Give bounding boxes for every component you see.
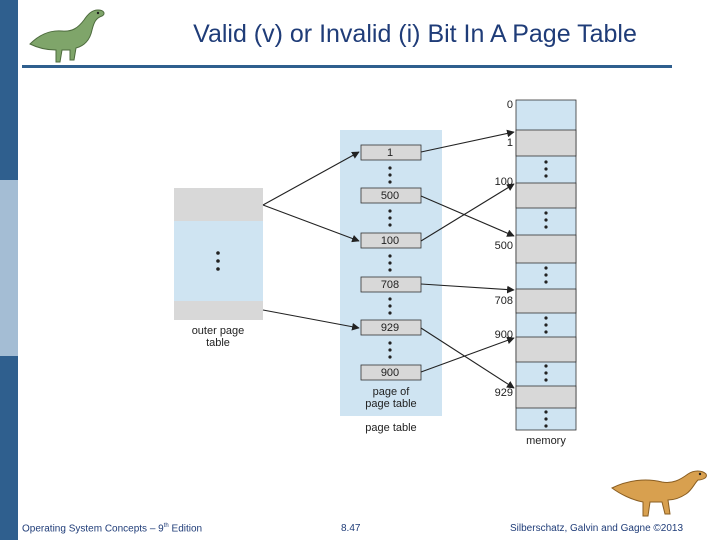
footer-left-sup: th — [163, 523, 169, 529]
page-table-entry: 929 — [381, 322, 399, 334]
outer-band — [174, 188, 263, 221]
outer-band — [174, 301, 263, 320]
outer-to-inner-arrows — [262, 151, 360, 331]
slide-title: Valid (v) or Invalid (i) Bit In A Page T… — [193, 20, 637, 48]
outer-page-table-label: table — [206, 337, 230, 349]
sidebar-band-light — [0, 180, 18, 356]
dinosaur-logo-icon — [29, 9, 105, 63]
memory: 0 1 100 500 708 900 929 memory — [495, 99, 577, 447]
memory-address: 500 — [495, 240, 513, 252]
page-table-entry: 1 — [387, 147, 393, 159]
footer-right: Silberschatz, Galvin and Gagne ©2013 — [510, 523, 684, 534]
sidebar-band-dark — [0, 0, 18, 180]
page-table-entry: 100 — [381, 235, 399, 247]
page-table-label: page table — [365, 422, 416, 434]
page-of-page-table-label: page table — [365, 398, 416, 410]
sidebar-decoration — [0, 0, 18, 540]
footer-page-number: 8.47 — [341, 523, 361, 534]
page-table-entry: 500 — [381, 190, 399, 202]
memory-address: 0 — [507, 99, 513, 111]
footer-left-suffix: Edition — [168, 523, 203, 535]
memory-address: 929 — [495, 387, 513, 399]
page-table-entry: 708 — [381, 279, 399, 291]
page-table-entry: 900 — [381, 367, 399, 379]
outer-page-table-label: outer page — [192, 325, 245, 337]
memory-label: memory — [526, 435, 566, 447]
page-table: 1 500 100 708 929 900 page of page table… — [340, 130, 442, 434]
footer-left: Operating System Concepts – 9th Edition — [22, 523, 202, 534]
memory-address: 708 — [495, 295, 513, 307]
inner-to-memory-arrows — [420, 129, 515, 389]
page-of-page-table-label: page of — [373, 386, 411, 398]
footer-left-prefix: Operating System Concepts – 9 — [22, 523, 164, 535]
memory-address: 1 — [507, 137, 513, 149]
title-rule — [22, 65, 672, 68]
dinosaur-mascot-icon — [611, 470, 707, 517]
sidebar-band-dark — [0, 356, 18, 540]
outer-page-table: outer page table — [174, 188, 263, 349]
